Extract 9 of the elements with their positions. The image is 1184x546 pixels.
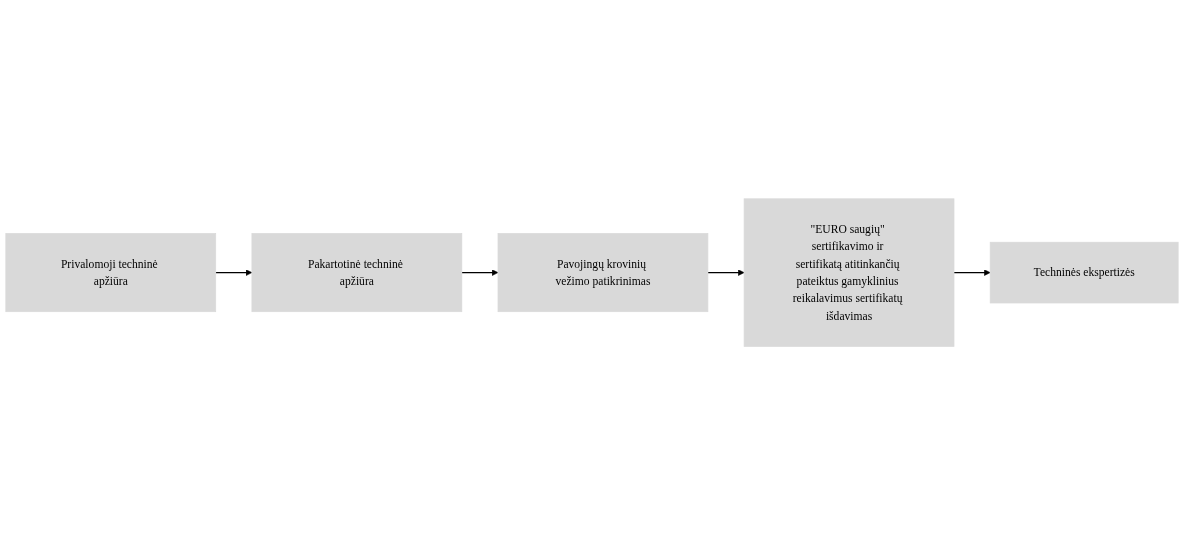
- arrow: [461, 269, 499, 277]
- node-box: Privalomoji techninė apžiūra: [5, 233, 217, 313]
- arrow: [215, 269, 253, 277]
- node-box: "EURO saugių" sertifikavimo ir sertifikatą atitinkančių pateiktus gamyklinius reikalavimus sertifikatų išdavimas: [743, 198, 955, 348]
- arrow: [953, 269, 991, 277]
- arrow: [707, 269, 745, 277]
- node-box: Pavojingų krovinių vežimo patikrinimas: [497, 233, 709, 313]
- node-box: Pakartotinė techninė apžiūra: [251, 233, 463, 313]
- node-box: Techninės ekspertizės: [989, 242, 1179, 304]
